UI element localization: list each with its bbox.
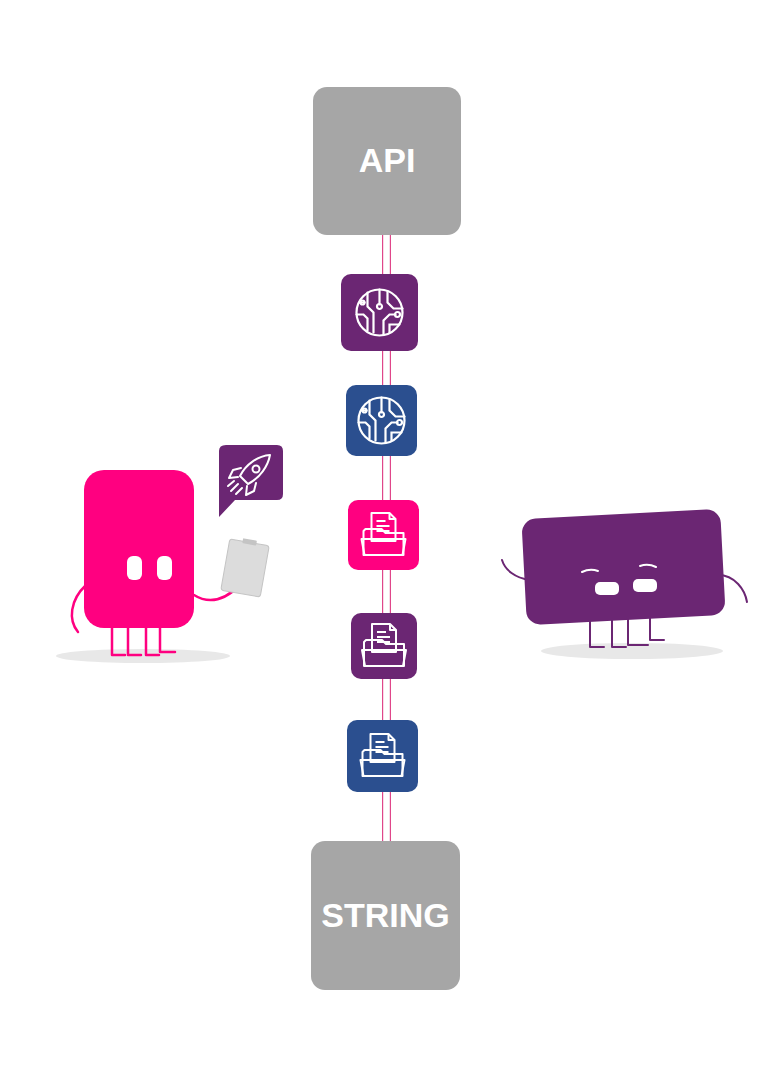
purple-character bbox=[502, 509, 747, 659]
box-label: API bbox=[359, 142, 416, 179]
folder-icon bbox=[348, 500, 419, 570]
folder-icon bbox=[351, 613, 417, 679]
process-box: STRING bbox=[311, 841, 460, 990]
circuit-icon bbox=[341, 274, 418, 351]
process-box: API bbox=[313, 87, 461, 235]
folder-icon bbox=[347, 720, 418, 792]
pink-character bbox=[56, 445, 283, 663]
circuit-icon bbox=[346, 385, 417, 456]
box-label: STRING bbox=[321, 897, 449, 934]
